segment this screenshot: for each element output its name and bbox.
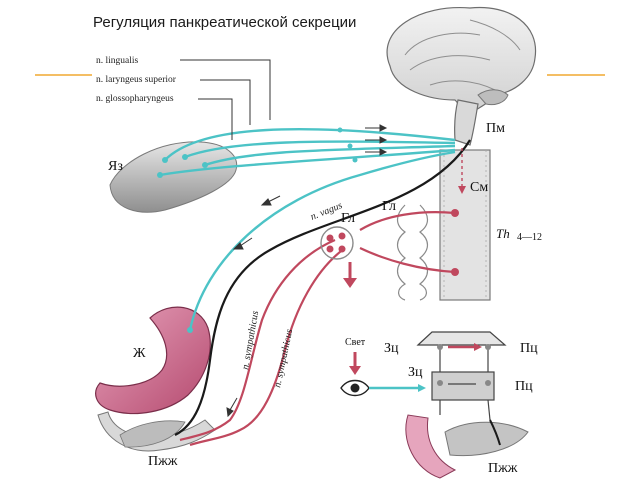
label-n-lingualis: n. lingualis [96,56,139,66]
flow-arrows [226,124,388,418]
tongue [109,141,238,213]
label-yaz: Яз [108,159,123,174]
label-zh: Ж [133,346,146,361]
afferent-nerves [159,127,456,331]
label-gl-chain: Гл [382,199,396,214]
label-pc-bottom: Пц [515,379,533,394]
label-svet: Свет [345,337,366,348]
label-sm: См [470,180,488,195]
pm-sm-arrow [458,148,466,194]
nerve-leaders [180,59,271,140]
ganglion-circle [320,226,354,260]
label-pm: Пм [486,121,505,136]
pancreas-right [405,414,529,479]
stomach [95,306,211,415]
label-pzh-left: Пжж [148,454,178,469]
label-gl-ganglion: Гл [341,211,355,226]
label-pzh-right: Пжж [488,461,518,476]
label-zc-top: Зц [384,341,399,356]
brain [386,6,537,146]
label-pc-top: Пц [520,341,538,356]
sympathetic-cell-bodies [326,209,459,276]
label-th: Th [496,226,510,241]
label-n-glossopharyngeus: n. glossopharyngeus [96,94,174,104]
label-n-laryngeus-superior: n. laryngeus superior [96,75,177,85]
cortex-box [416,331,507,446]
ganglion-arrow [343,262,357,288]
light-arrow [349,352,361,375]
spinal-cord [439,149,491,301]
sympathetic-nerves [179,211,456,447]
eye-icon [340,379,426,397]
page-title: Регуляция панкреатической секреции [93,14,357,31]
sympathetic-chain [396,204,429,301]
label-th-range: 4—12 [517,232,542,243]
vagus-nerve [174,139,471,436]
label-zc-bottom: Зц [408,365,423,380]
afferent-terminals [157,127,358,333]
